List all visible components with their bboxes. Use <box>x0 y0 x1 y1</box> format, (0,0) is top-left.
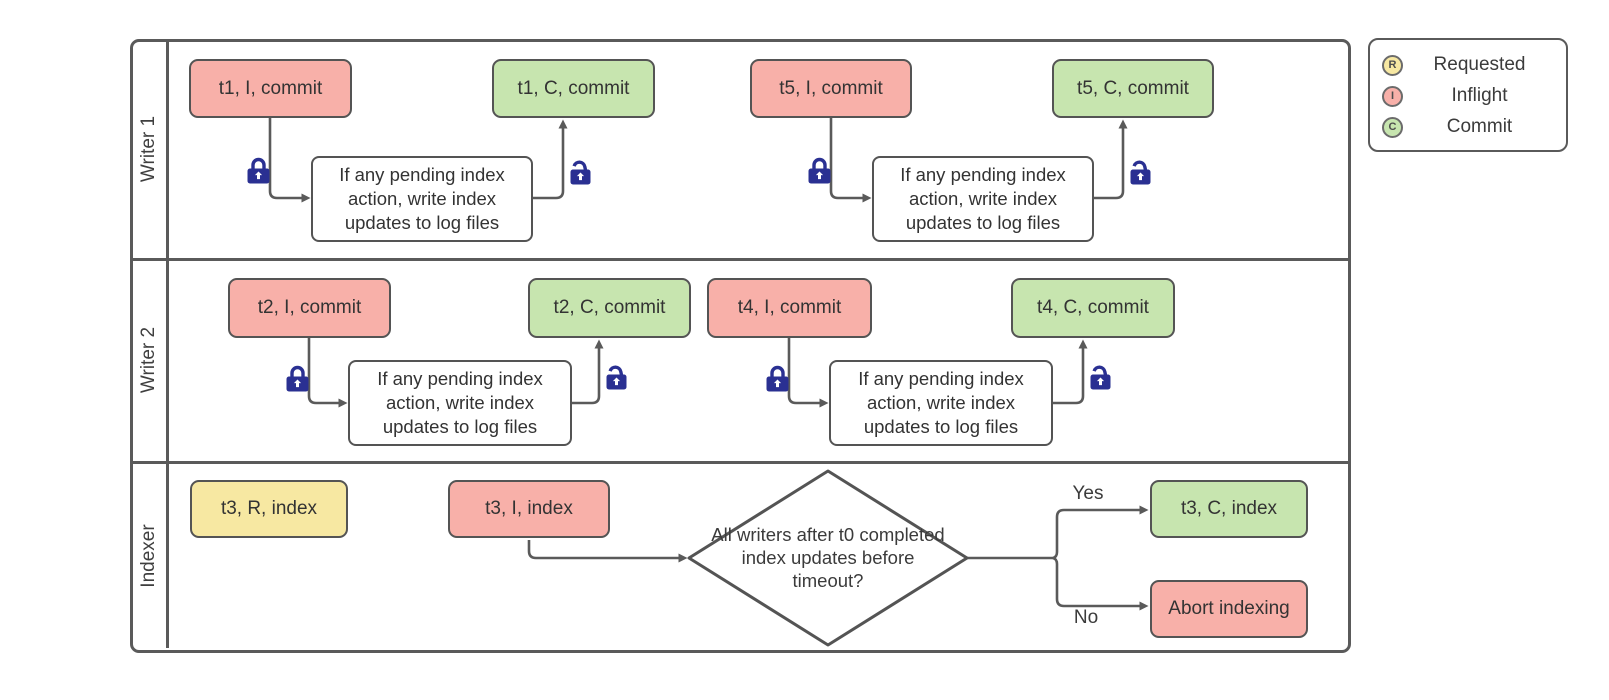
node-abort-indexing: Abort indexing <box>1150 580 1308 638</box>
node-t5-commit: t5, C, commit <box>1052 59 1214 118</box>
no-label: No <box>1073 607 1099 628</box>
lane-label-writer2: Writer 2 <box>138 326 159 394</box>
node-t2-process: If any pending index action, write index… <box>348 360 572 446</box>
requested-state-icon: R <box>1382 54 1403 76</box>
node-t4-inflight: t4, I, commit <box>707 278 872 338</box>
node-t2-inflight: t2, I, commit <box>228 278 391 338</box>
lock-open-icon <box>570 160 591 185</box>
commit-state-icon: C <box>1382 116 1403 138</box>
lock-open-icon <box>1130 160 1151 185</box>
lane-label-writer1: Writer 1 <box>138 115 159 183</box>
lock-closed-icon <box>286 365 309 392</box>
legend-label-commit: Commit <box>1446 116 1513 137</box>
lane-separator-1 <box>131 258 1349 261</box>
lane-label-divider <box>166 40 169 648</box>
lock-closed-icon <box>247 157 270 184</box>
node-t4-process: If any pending index action, write index… <box>829 360 1053 446</box>
lane-label-indexer: Indexer <box>138 524 159 588</box>
legend-row-inflight: I Inflight <box>1382 82 1556 110</box>
node-t1-commit: t1, C, commit <box>492 59 655 118</box>
node-t4-commit: t4, C, commit <box>1011 278 1175 338</box>
lock-open-icon <box>1090 365 1111 390</box>
node-t3-commit: t3, C, index <box>1150 480 1308 538</box>
node-t5-process: If any pending index action, write index… <box>872 156 1094 242</box>
lock-closed-icon <box>808 157 831 184</box>
lock-open-icon <box>606 365 627 390</box>
node-t3-requested: t3, R, index <box>190 480 348 538</box>
node-t1-process: If any pending index action, write index… <box>311 156 533 242</box>
node-t3-inflight: t3, I, index <box>448 480 610 538</box>
legend-label-inflight: Inflight <box>1451 85 1508 106</box>
node-t1-inflight: t1, I, commit <box>189 59 352 118</box>
legend-row-requested: R Requested <box>1382 51 1556 79</box>
lock-closed-icon <box>766 365 789 392</box>
yes-label: Yes <box>1072 483 1104 504</box>
decision-text: All writers after t0 completed index upd… <box>711 524 945 591</box>
node-t5-inflight: t5, I, commit <box>750 59 912 118</box>
legend: R Requested I Inflight C Commit <box>1368 38 1568 152</box>
lane-separator-2 <box>131 461 1349 464</box>
legend-row-commit: C Commit <box>1382 113 1556 141</box>
node-t2-commit: t2, C, commit <box>528 278 691 338</box>
legend-label-requested: Requested <box>1433 54 1526 75</box>
inflight-state-icon: I <box>1382 85 1403 107</box>
